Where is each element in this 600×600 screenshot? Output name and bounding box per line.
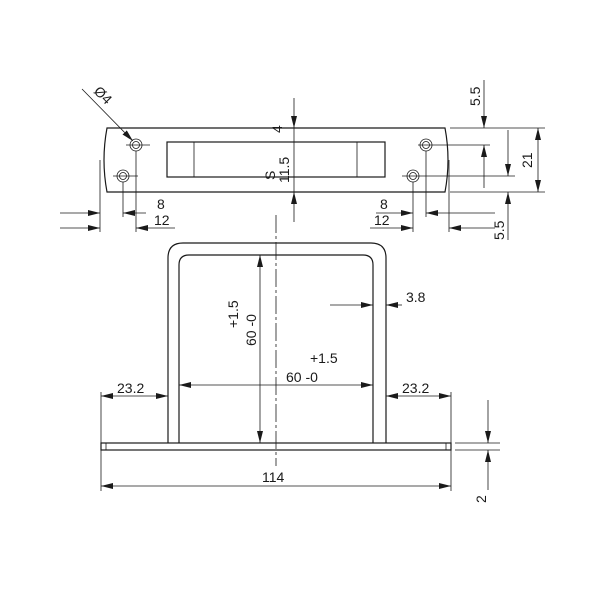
dim-right-flange-text: 23.2: [402, 380, 429, 396]
dim-wire-thickness-text: 3.8: [406, 289, 426, 305]
front-view: +1.5 60 -0 +1.5 60 -0 3.8 23.2 23.2: [100, 215, 500, 503]
dim-left-12-text: 12: [154, 212, 170, 228]
bracket-outer: [167, 242, 387, 443]
dim-bracket-inner-width: +1.5 60 -0: [179, 350, 373, 388]
dim-wire-thickness: 3.8: [330, 289, 426, 308]
dim-right-12-text: 12: [374, 212, 390, 228]
dim-base-length: 114: [101, 469, 451, 489]
weld-symbol-letter: S: [262, 171, 278, 180]
dim-base-thickness-text: 2: [473, 495, 489, 503]
dim-bracket-height-tolerance: +1.5: [225, 300, 241, 328]
dim-hole-diameter-text: Ø4: [91, 83, 116, 108]
dim-left-8-text: 8: [157, 196, 165, 212]
dim-left-flange-text: 23.2: [117, 380, 144, 396]
dim-right-vertical: 5.5 21 5.5: [450, 80, 545, 240]
dim-base-thickness: 2: [455, 400, 500, 503]
top-view: Ø4 11.5 4 S 8 12: [60, 80, 545, 240]
mounting-holes: [113, 138, 515, 183]
dim-right-8-text: 8: [380, 196, 388, 212]
dim-lower-5-5-text: 5.5: [491, 220, 507, 240]
dim-bracket-height-text: 60 -0: [243, 314, 259, 346]
dim-upper-5-5-text: 5.5: [467, 86, 483, 106]
dim-left-hole-offsets: 8 12: [60, 151, 175, 232]
dim-flanges: 23.2 23.2: [100, 380, 452, 491]
dim-inner-width-tolerance: +1.5: [310, 350, 338, 366]
weld-symbol-size: 4: [269, 125, 285, 133]
dim-plate-width-text: 21: [519, 152, 535, 168]
dim-hole-diameter: Ø4: [81, 83, 134, 142]
dim-slot-height: 11.5 4 S: [262, 98, 297, 222]
dim-slot-height-text: 11.5: [276, 157, 292, 183]
strike-plate-outline: [103, 127, 449, 193]
dim-inner-width-text: 60 -0: [286, 369, 318, 385]
dim-base-length-text: 114: [262, 469, 285, 485]
slot: [166, 141, 386, 178]
dim-bracket-height: +1.5 60 -0: [225, 255, 263, 443]
dim-right-hole-offsets: 8 12: [370, 151, 495, 232]
